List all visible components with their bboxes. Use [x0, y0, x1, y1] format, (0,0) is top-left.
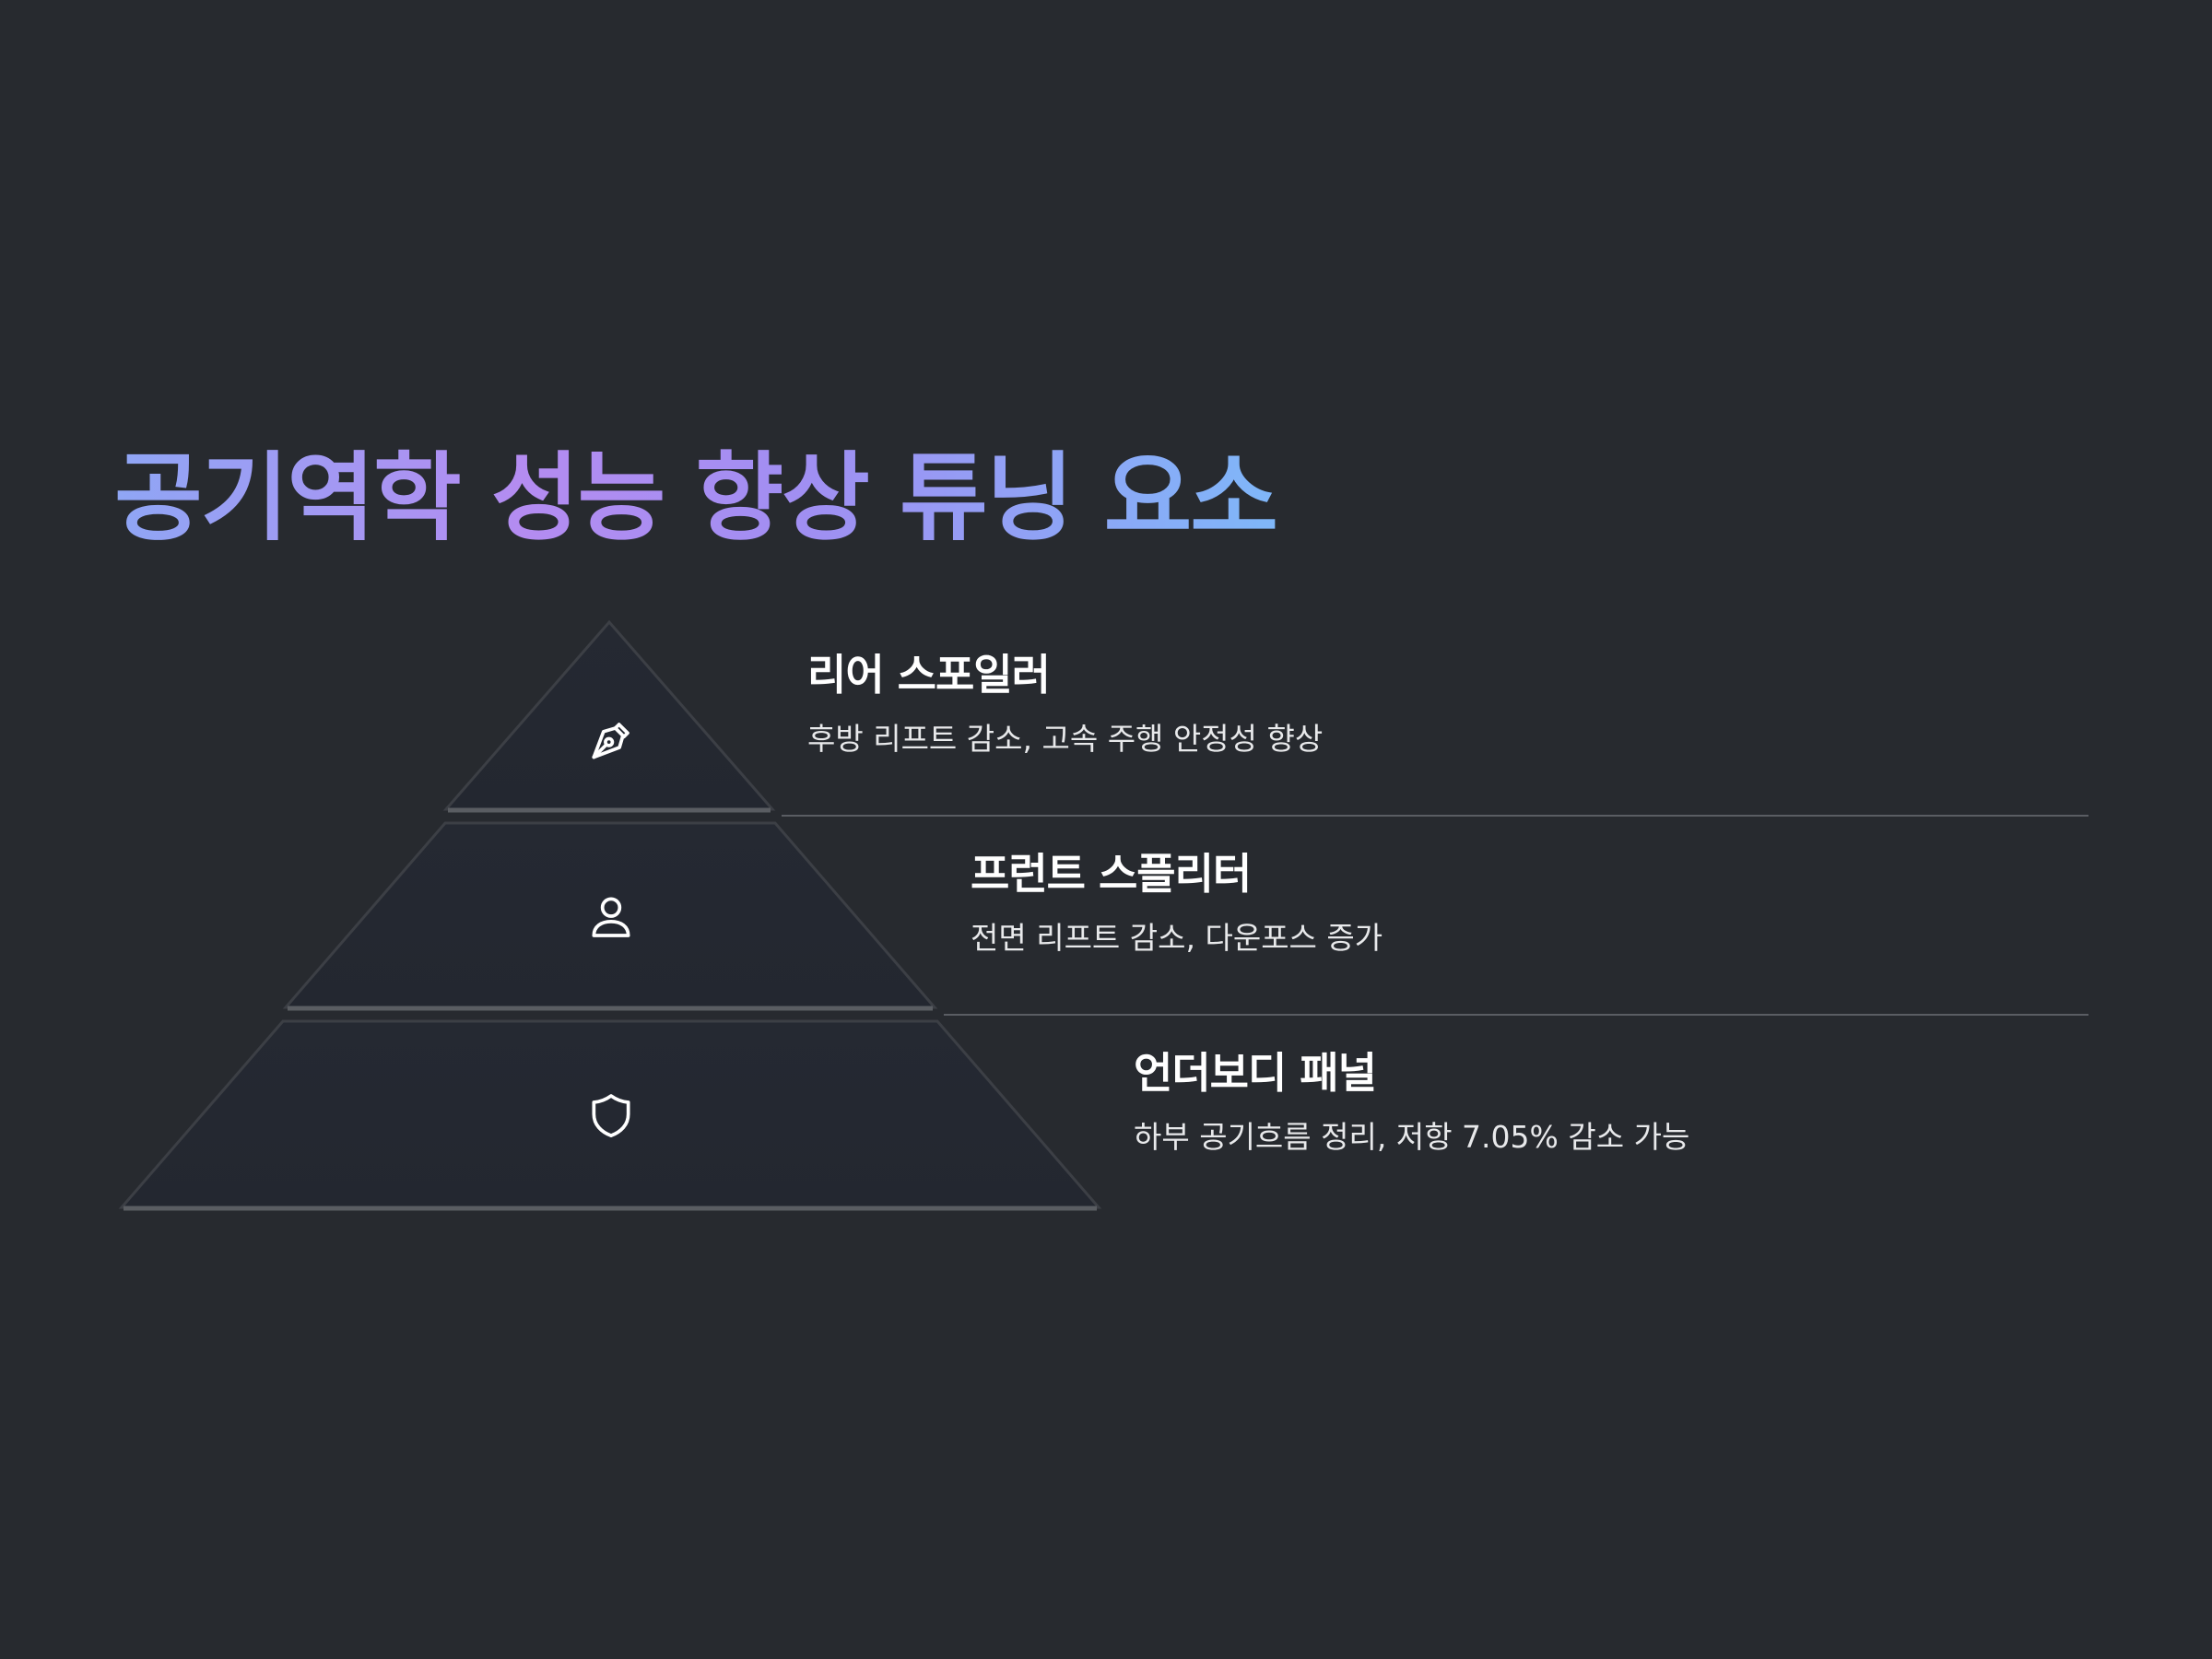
tier-label-top: 리어 스포일러 후방 리프트 감소, 고속 주행 안정성 향상	[807, 650, 1323, 758]
tier-divider	[944, 1014, 2088, 1016]
tier-description: 전면 리프트 감소, 다운포스 증가	[971, 920, 1383, 957]
pyramid-tier-bottom	[118, 1019, 1102, 1209]
shield-icon	[585, 1089, 637, 1141]
user-icon	[585, 890, 637, 942]
tier-title: 리어 스포일러	[807, 650, 1051, 700]
page-title: 공기역학 성능 향상 튜닝 요소	[114, 441, 1278, 554]
pen-nib-icon	[585, 715, 637, 767]
tier-description: 하부 공기흐름 정리, 저항 7.05% 감소 가능	[1134, 1119, 1690, 1156]
tier-label-middle: 프런트 스플리터 전면 리프트 감소, 다운포스 증가	[971, 849, 1382, 957]
tier-label-bottom: 언더보디 패널 하부 공기흐름 정리, 저항 7.05% 감소 가능	[1134, 1048, 1689, 1156]
tier-title: 프런트 스플리터	[971, 849, 1252, 899]
tier-title: 언더보디 패널	[1134, 1048, 1377, 1098]
tier-description: 후방 리프트 감소, 고속 주행 안정성 향상	[807, 721, 1324, 758]
tier-divider	[782, 815, 2088, 817]
